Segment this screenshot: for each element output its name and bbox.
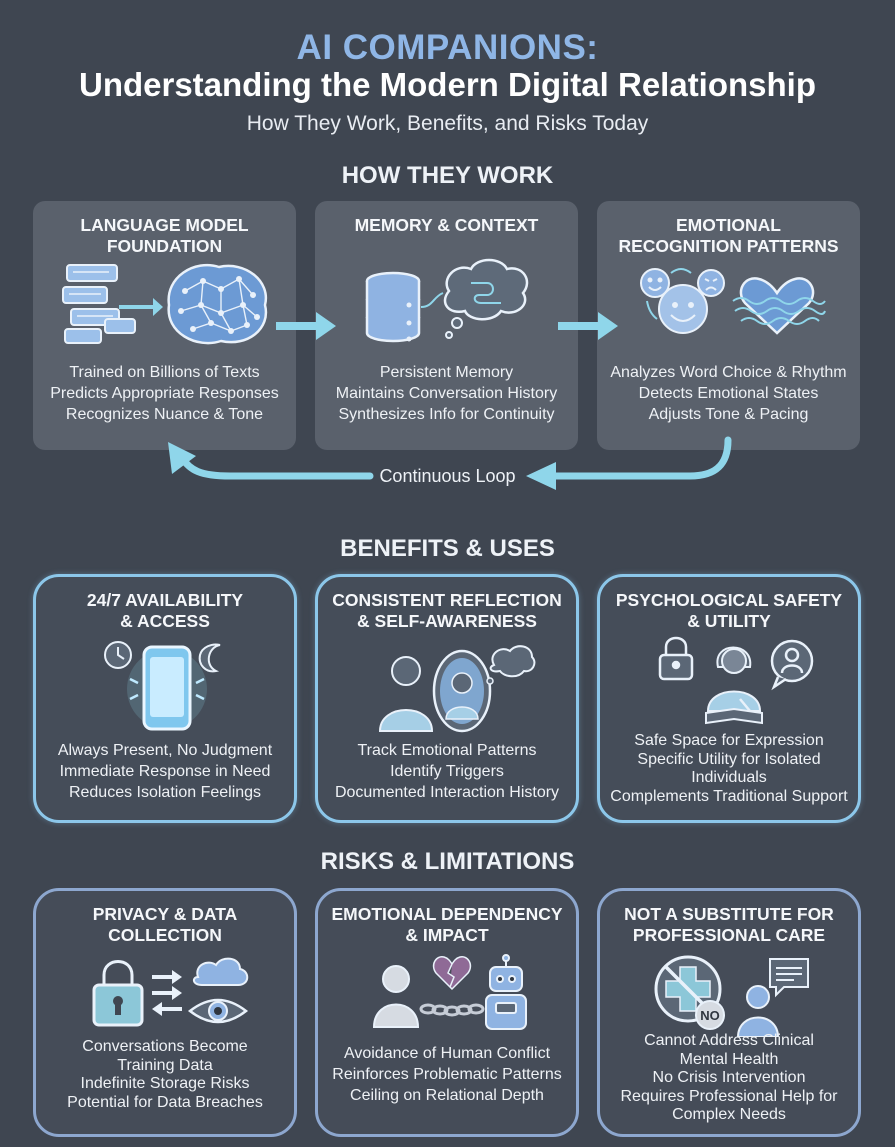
icon-group [640, 268, 826, 335]
database-icon [365, 271, 421, 343]
card-description: Always Present, No Judgment Immediate Re… [57, 742, 273, 801]
heart-wave-icon [732, 277, 826, 335]
card-description: Safe Space for Expression Specific Utili… [610, 732, 848, 805]
arrow-icon [276, 312, 618, 340]
card-description: Persistent Memory Maintains Conversation… [335, 364, 558, 423]
card-title: PSYCHOLOGICAL SAFETY& UTILITY [615, 590, 843, 631]
thought-cloud-icon [486, 645, 536, 685]
risks-heading: RISKS & LIMITATIONS [320, 848, 575, 875]
title-line-1: AI COMPANIONS: [296, 28, 599, 67]
chat-bubbles-icon [62, 264, 136, 344]
card-description: Cannot Address Clinical Mental Health No… [620, 1032, 838, 1123]
icon-group [378, 645, 536, 733]
icon-group [658, 636, 814, 725]
subtitle: How They Work, Benefits, and Risks Today [246, 112, 649, 135]
flow-arrows [168, 312, 732, 490]
padlock-icon [92, 960, 144, 1027]
card-memory-context: MEMORY & CONTEXT Persistent Memory Maint… [315, 201, 578, 450]
arrow-icon [119, 298, 163, 316]
icon-group [92, 957, 249, 1027]
card-emotional-dependency: EMOTIONAL DEPENDENCY& IMPACT Avoidance o… [315, 888, 579, 1137]
card-reflection: CONSISTENT REFLECTION& SELF-AWARENESS Tr… [315, 574, 579, 823]
thought-cloud-icon [443, 258, 529, 339]
card-title: CONSISTENT REFLECTION& SELF-AWARENESS [332, 590, 562, 631]
card-title: EMOTIONAL DEPENDENCY& IMPACT [331, 904, 563, 945]
glowing-phone-icon [127, 645, 207, 731]
person-chat-icon [736, 958, 809, 1037]
card-description: Analyzes Word Choice & Rhythm Detects Em… [610, 364, 847, 423]
icon-group [372, 954, 527, 1030]
icon-group [104, 641, 221, 731]
no-medical-cross-icon: NO [654, 955, 725, 1030]
card-availability: 24/7 AVAILABILITY& ACCESS Always Present… [33, 574, 297, 823]
card-description: Trained on Billions of Texts Predicts Ap… [50, 364, 279, 423]
person-icon [372, 965, 420, 1028]
user-bubble-icon [770, 639, 814, 691]
card-description: Track Emotional Patterns Identify Trigge… [334, 742, 560, 801]
card-title: MEMORY & CONTEXT [354, 215, 539, 235]
moon-icon [198, 643, 221, 673]
no-badge-text: NO [700, 1008, 720, 1023]
how-they-work-heading: HOW THEY WORK [341, 162, 554, 189]
card-description: Avoidance of Human Conflict Reinforces P… [332, 1045, 562, 1104]
title-line-2: Understanding the Modern Digital Relatio… [78, 66, 817, 103]
broken-heart-icon [432, 956, 472, 991]
padlock-icon [658, 636, 694, 681]
card-title: 24/7 AVAILABILITY& ACCESS [86, 590, 244, 631]
robot-icon [485, 954, 527, 1030]
icon-group: NO [654, 955, 809, 1037]
clock-icon [104, 641, 132, 669]
brain-network-icon [167, 263, 268, 345]
eye-icon [187, 998, 249, 1024]
emotion-faces-icon [640, 268, 725, 334]
arrow-icon [152, 970, 182, 1016]
continuous-loop-label: Continuous Loop [379, 466, 516, 486]
chain-icon [419, 1003, 485, 1017]
person-mirror-icon [378, 649, 492, 733]
card-description: Conversations Become Training Data Indef… [67, 1038, 263, 1111]
continuous-loop-arrow [168, 436, 732, 490]
writing-person-icon [705, 646, 763, 725]
benefits-heading: BENEFITS & USES [340, 535, 555, 562]
icon-group [365, 258, 529, 343]
icon-group [62, 263, 268, 345]
cloud-icon [192, 957, 249, 986]
card-psychological-safety: PSYCHOLOGICAL SAFETY& UTILITY Safe Space… [597, 574, 861, 823]
